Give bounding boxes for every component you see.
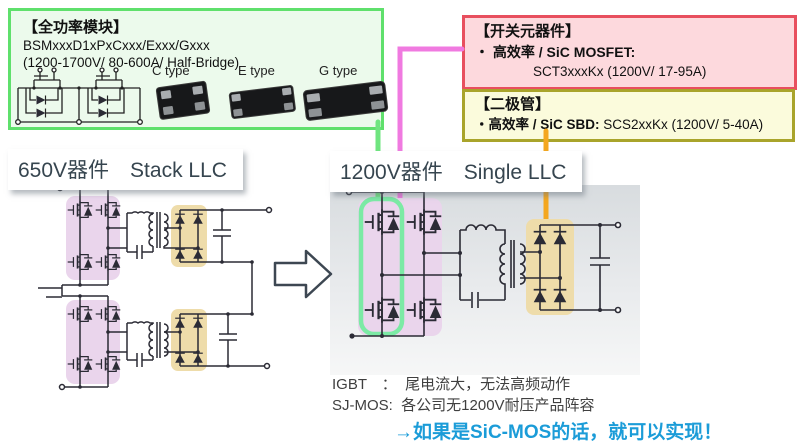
diode-highlight-stage2: [171, 309, 207, 371]
stack-llc-circuit: [38, 184, 273, 391]
notes-block: IGBT ： 尾电流大，无法高频动作 SJ-MOS: 各公司无1200V耐压产品…: [332, 374, 722, 444]
diode-box-line1: ・高效率 / SiC SBD: SCS2xxKx (1200V/ 5-40A): [475, 115, 786, 134]
mosfet-highlight-stage2: [66, 300, 120, 384]
diode-device-box: 【二极管】 ・高效率 / SiC SBD: SCS2xxKx (1200V/ 5…: [462, 89, 795, 142]
input-terminal-bottom: [58, 383, 66, 391]
section-label-1200v: 1200V器件 Single LLC: [330, 151, 583, 192]
diode-box-line1-bold: ・高效率 / SiC SBD:: [475, 117, 604, 132]
module-type-c-label: C type: [152, 63, 190, 78]
diode-box-line1-rest: SCS2xxKx (1200V/ 5-40A): [603, 117, 764, 132]
output-terminal-top: [265, 206, 273, 214]
section-label-650v: 650V器件 Stack LLC: [8, 149, 243, 190]
note-sjmos: SJ-MOS: 各公司无1200V耐压产品阵容: [332, 397, 595, 414]
switch-box-line2: SCT3xxxKx (1200V/ 17-95A): [533, 64, 707, 79]
switch-box-title: 【开关元器件】: [475, 23, 581, 40]
mosfet-highlight-stage1: [66, 196, 120, 280]
module-part-number: BSMxxxD1xPxCxxx/Exxx/Gxxx: [23, 38, 210, 53]
module-type-e-label: E type: [238, 63, 275, 78]
single-llc-panel: [330, 185, 640, 375]
output-terminal-bottom: [263, 362, 271, 370]
module-type-g-label: G type: [319, 63, 358, 78]
transition-arrow: [273, 249, 333, 299]
module-box-title: 【全功率模块】: [23, 19, 129, 36]
note-igbt: IGBT ： 尾电流大，无法高频动作: [332, 376, 571, 393]
switch-box-line1: ・ 高效率 / SiC MOSFET:: [475, 44, 636, 60]
note-conclusion: →如果是SiC-MOS的话，就可以实现！: [394, 422, 723, 443]
diode-highlight-stage1: [171, 205, 207, 267]
module-specs: (1200-1700V/ 80-600A/ Half-Bridge): [23, 55, 240, 70]
diode-box-title: 【二极管】: [475, 96, 551, 113]
switching-device-box: 【开关元器件】 ・ 高效率 / SiC MOSFET: SCT3xxxKx (1…: [462, 15, 797, 90]
